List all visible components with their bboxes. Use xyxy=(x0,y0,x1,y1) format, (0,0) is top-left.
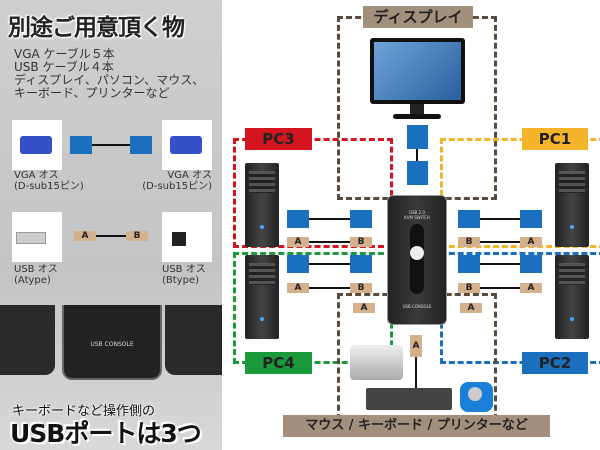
kvm-device-photo: USB CONSOLE xyxy=(62,305,162,380)
bottom-headline: USBポートは3つ xyxy=(10,419,202,448)
usb-a-plug-icon: A xyxy=(287,237,309,247)
usb-b-plug-icon: B xyxy=(458,283,480,293)
usb-a-plug-photo xyxy=(12,212,62,262)
pc1-label: PC1 xyxy=(522,128,588,150)
requirements-list: VGA ケーブル５本 USB ケーブル４本 ディスプレイ、パソコン、マウス、 キ… xyxy=(14,47,205,100)
usb-b-plug-photo xyxy=(162,212,212,262)
vga-right-caption: VGA オス (D-sub15ピン) xyxy=(142,170,212,192)
vga-left-caption: VGA オス (D-sub15ピン) xyxy=(14,170,84,192)
keyboard-icon xyxy=(366,388,452,410)
usb-a-plug-icon: A xyxy=(74,231,96,241)
cable-line xyxy=(92,144,130,146)
pc1-tower-icon xyxy=(555,163,589,247)
vga-connector-icon xyxy=(407,125,428,149)
vga-connector-icon xyxy=(350,210,372,228)
vga-connector-icon xyxy=(287,210,309,228)
vga-plug-photo xyxy=(162,120,212,170)
usb-b-plug-icon: B xyxy=(350,237,372,247)
vga-connector-icon xyxy=(70,136,92,154)
vga-connector-icon xyxy=(520,210,542,228)
kvm-device-photo xyxy=(0,305,55,375)
monitor-icon xyxy=(370,38,465,104)
usb-a-plug-icon: A xyxy=(353,303,375,313)
cable-line xyxy=(480,241,520,243)
select-button[interactable] xyxy=(410,246,424,260)
monitor-base xyxy=(393,114,441,119)
cable-line xyxy=(96,235,126,237)
required-items-panel: 別途ご用意頂く物 VGA ケーブル５本 USB ケーブル４本 ディスプレイ、パソ… xyxy=(0,0,222,450)
pc3-label: PC3 xyxy=(245,128,312,150)
mouse-icon xyxy=(460,382,493,412)
vga-connector-icon xyxy=(520,255,542,273)
console-label: USB CONSOLE xyxy=(402,304,432,309)
cable-line xyxy=(416,149,418,161)
usb-b-plug-icon: B xyxy=(350,283,372,293)
kvm-switch: USB 2.0 KVM SWITCH USB CONSOLE xyxy=(387,195,447,325)
panel-title: 別途ご用意頂く物 xyxy=(8,15,185,41)
usb-b-plug-icon: B xyxy=(126,231,148,241)
cable-line xyxy=(309,287,350,289)
pc2-label: PC2 xyxy=(522,352,588,374)
usb-a-plug-icon: A xyxy=(520,237,542,247)
pc2-tower-icon xyxy=(555,255,589,339)
pc4-tower-icon xyxy=(245,255,279,339)
usb-right-caption: USB オス (Btype) xyxy=(162,264,206,286)
cable-line xyxy=(309,241,350,243)
cable-line xyxy=(309,263,350,265)
bottom-caption: キーボードなど操作側の xyxy=(12,404,156,419)
switch-label: USB 2.0 KVM SWITCH xyxy=(404,210,430,220)
usb-b-plug-icon: B xyxy=(458,237,480,247)
cable-line xyxy=(480,287,520,289)
pc3-group-box xyxy=(233,138,393,248)
vga-plug-photo xyxy=(12,120,62,170)
display-label: ディスプレイ xyxy=(363,6,473,28)
vga-connector-icon xyxy=(458,255,480,273)
vga-connector-icon xyxy=(350,255,372,273)
usb-a-plug-icon: A xyxy=(460,303,482,313)
vga-connector-icon xyxy=(287,255,309,273)
pc4-label: PC4 xyxy=(245,352,312,374)
console-label: USB CONSOLE xyxy=(90,341,134,348)
peripherals-label: マウス / キーボード / プリンターなど xyxy=(283,415,550,437)
cable-line xyxy=(309,218,350,220)
cable-line xyxy=(415,357,417,388)
usb-a-plug-icon: A xyxy=(410,335,422,357)
vga-connector-icon xyxy=(130,136,152,154)
cable-line xyxy=(480,218,520,220)
usb-a-plug-icon: A xyxy=(520,283,542,293)
kvm-device-photo xyxy=(165,305,222,375)
usb-left-caption: USB オス (Atype) xyxy=(14,264,58,286)
pc3-tower-icon xyxy=(245,163,279,247)
vga-connector-icon xyxy=(458,210,480,228)
printer-icon xyxy=(350,345,403,380)
monitor-stand xyxy=(410,104,424,114)
vga-connector-icon xyxy=(407,161,428,185)
cable-line xyxy=(480,263,520,265)
usb-a-plug-icon: A xyxy=(287,283,309,293)
